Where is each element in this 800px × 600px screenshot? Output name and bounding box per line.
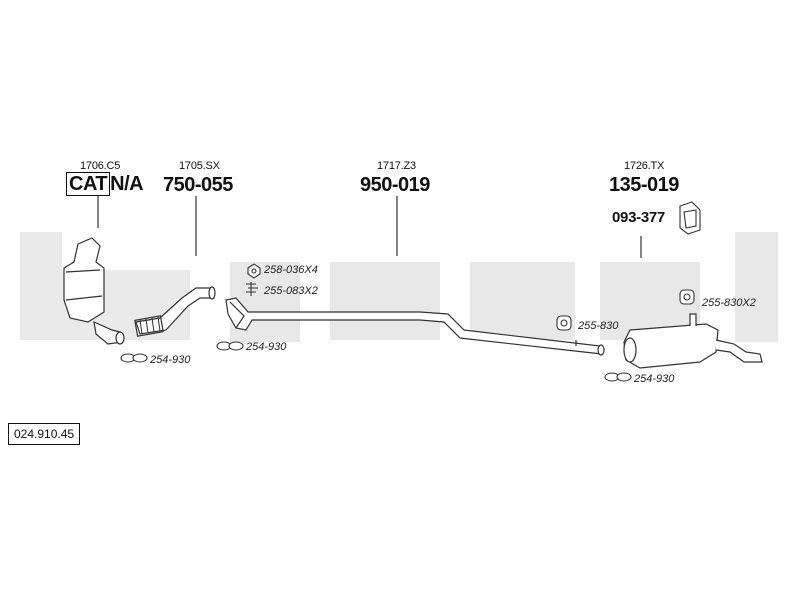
clamp-code-1: 254-930 (150, 354, 191, 366)
clamp-code-3: 254-930 (634, 373, 675, 385)
rubber-code-2: 255-830X2 (702, 297, 756, 309)
clamp-code-2: 254-930 (246, 341, 287, 353)
rear-silencer-main-code: 135-019 (609, 174, 679, 196)
catalytic-converter (63, 237, 125, 345)
leader-lines (97, 196, 642, 258)
clamp-part-1 (120, 353, 148, 363)
clamp-part-2 (216, 341, 244, 351)
front-pipe-small-code: 1705.SX (179, 160, 220, 172)
rear-silencer (623, 313, 763, 369)
cat-part-small-code: 1706.C5 (80, 160, 121, 172)
front-pipe (134, 286, 216, 337)
clamp-part-3 (604, 372, 632, 382)
middle-pipe-main-code: 950-019 (360, 174, 430, 196)
bolt-code: 258-036X4 (264, 264, 318, 276)
front-pipe-main-code: 750-055 (163, 174, 233, 196)
mount-bracket-part (679, 201, 701, 235)
spring-code: 255-083X2 (264, 285, 318, 297)
cat-na-text: N/A (110, 173, 144, 195)
rear-silencer-small-code: 1726.TX (624, 160, 665, 172)
rubber-part-1 (556, 315, 572, 331)
brand-watermark (20, 232, 778, 342)
spring-part (246, 282, 258, 296)
small-parts (120, 201, 701, 382)
diagram-reference-number: 024.910.45 (8, 423, 81, 445)
rubber-part-2 (679, 289, 695, 305)
cat-label-box: CAT (66, 172, 111, 196)
bolt-part (247, 263, 261, 279)
mount-main-code: 093-377 (612, 209, 665, 226)
rubber-code-1: 255-830 (578, 320, 619, 332)
middle-pipe-small-code: 1717.Z3 (377, 160, 416, 172)
middle-pipe (225, 297, 605, 356)
